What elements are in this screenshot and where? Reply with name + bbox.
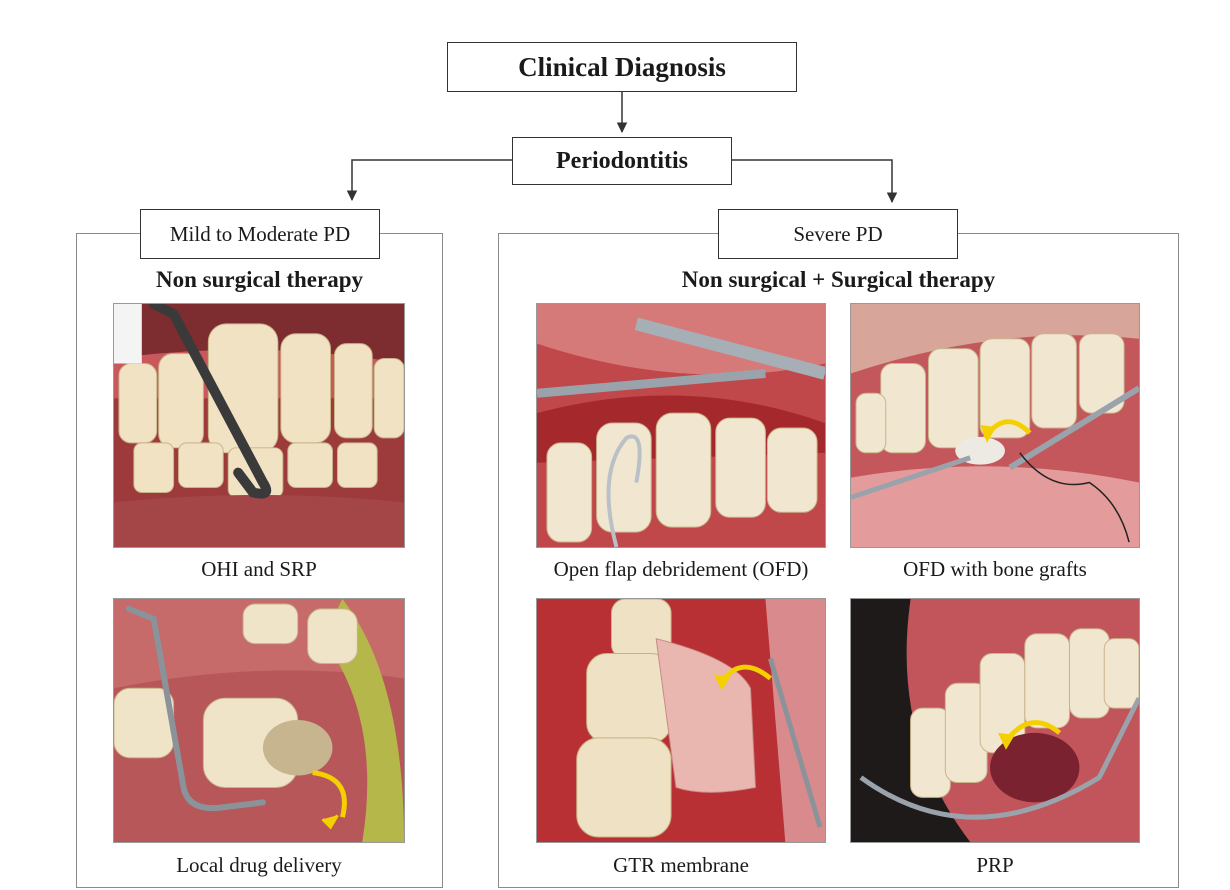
ofd-bone-grafts-caption: OFD with bone grafts — [835, 557, 1155, 582]
local-drug-delivery-image — [113, 598, 405, 843]
ofd-caption: Open flap debridement (OFD) — [521, 557, 841, 582]
ohi-srp-caption: OHI and SRP — [113, 557, 405, 582]
ofd-image — [536, 303, 826, 548]
mild-moderate-box: Mild to Moderate PD — [140, 209, 380, 259]
gtr-membrane-image — [536, 598, 826, 843]
periodontitis-label: Periodontitis — [556, 148, 688, 175]
ofd-bone-grafts-image — [850, 303, 1140, 548]
periodontitis-box: Periodontitis — [512, 137, 732, 185]
local-drug-delivery-caption: Local drug delivery — [113, 853, 405, 878]
prp-caption: PRP — [835, 853, 1155, 878]
mild-moderate-label: Mild to Moderate PD — [170, 222, 350, 247]
prp-image — [850, 598, 1140, 843]
arrow-periodontitis-to-severe — [732, 160, 892, 202]
surgical-heading: Non surgical + Surgical therapy — [498, 267, 1179, 293]
non-surgical-heading: Non surgical therapy — [76, 267, 443, 293]
clinical-diagnosis-box: Clinical Diagnosis — [447, 42, 797, 92]
ohi-srp-image — [113, 303, 405, 548]
gtr-membrane-caption: GTR membrane — [521, 853, 841, 878]
arrow-periodontitis-to-mild — [352, 160, 512, 200]
severe-box: Severe PD — [718, 209, 958, 259]
severe-label: Severe PD — [793, 222, 882, 247]
clinical-diagnosis-label: Clinical Diagnosis — [518, 52, 726, 83]
